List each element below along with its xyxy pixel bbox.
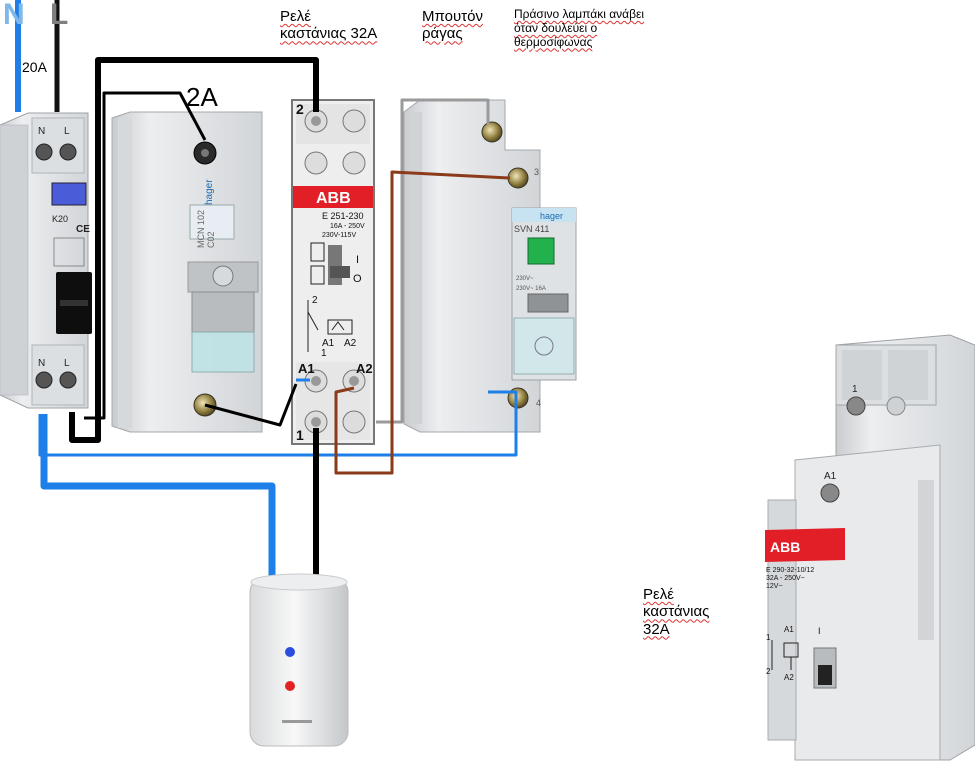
heater-red-knob <box>285 681 295 691</box>
abb-sym-1: 1 <box>321 348 327 359</box>
rcbo-device: N L K20 CE N L <box>0 112 92 409</box>
e290-sym-1: 1 <box>766 633 771 642</box>
neutral-terminal-label: N <box>3 0 25 31</box>
rcbo-top-n-screw <box>35 143 53 161</box>
e290-schematic-symbol <box>771 640 799 670</box>
mcb-toggle-lever[interactable] <box>191 291 255 333</box>
line-terminal-label: L <box>50 0 68 31</box>
breaker-2a-label: 2A <box>186 82 218 112</box>
rcbo-top-l-label: L <box>64 126 70 137</box>
e290-sym-on: I <box>818 626 821 636</box>
live-wire-loop <box>69 57 319 443</box>
abb-sym-off: O <box>353 273 362 285</box>
relay-right-label: Ρελέ καστάνιας 32A <box>643 586 710 638</box>
e290-term-a1-screw <box>820 483 840 503</box>
heater-blue-knob <box>285 647 295 657</box>
supply-wires <box>15 0 60 112</box>
abb-sym-a2: A2 <box>344 338 357 349</box>
abb-coil-label: 230V-115V <box>322 232 356 239</box>
main-fuse-label: 20A <box>22 59 48 75</box>
e290-model-label: E 290-32-10/12 <box>766 567 814 574</box>
mcb-label-strip <box>189 204 235 240</box>
abb-rating-label: 16A - 250V <box>330 223 365 230</box>
abb-relay-32a-device: 1 A1 ABB E 290-32-10/12 32A - 250V~ 12V~… <box>765 334 975 761</box>
lamp-note-label: Πράσινο λαμπάκι ανάβει όταν δουλεύει ο θ… <box>514 7 645 49</box>
abb-red-band <box>293 186 373 208</box>
e290-rating-label: 32A - 250V~ <box>766 575 805 582</box>
e290-term-a1-label: A1 <box>824 471 837 482</box>
brown-wire <box>334 170 511 475</box>
button-term-3-label: 3 <box>534 167 539 177</box>
mcb-sub-label: C02 <box>206 231 216 248</box>
push-button-device: 3 hager SVN 411 230V~ 230V~ 16A 4 <box>403 99 577 433</box>
button-volt2-label: 230V~ 16A <box>516 286 546 292</box>
relay-term-a1-label: A1 <box>298 361 315 376</box>
mcb-device: hager MCN 102 C02 <box>111 111 263 433</box>
e290-term-1-screw <box>846 396 866 416</box>
mcb-brand-label: hager <box>204 179 215 205</box>
rcbo-bottom-n-screw <box>35 371 53 389</box>
rcbo-ce-label: CE <box>76 224 90 235</box>
rcbo-top-l-screw <box>59 143 77 161</box>
e290-sym-a2: A2 <box>784 673 794 682</box>
button-volt1-label: 230V~ <box>516 276 534 282</box>
wires <box>38 57 518 582</box>
rcbo-model-label: K20 <box>52 214 68 224</box>
live-wire-to-mcb <box>84 91 207 420</box>
abb-model-label: E 251-230 <box>322 211 364 221</box>
neutral-wire-to-button <box>38 390 518 457</box>
button-top-screw <box>481 121 503 143</box>
water-heater <box>249 573 349 747</box>
rcbo-blue-window <box>51 182 87 206</box>
neutral-wire-to-heater <box>40 414 276 582</box>
button-top-label: Μπουτόν ράγας <box>422 8 483 43</box>
abb-sym-on: I <box>356 254 359 266</box>
button-brand-label: hager <box>540 211 563 221</box>
abb-brand-label: ABB <box>316 190 351 207</box>
mcb-model-label: MCN 102 <box>196 210 206 248</box>
abb-sym-2: 2 <box>312 295 318 306</box>
button-term-4-label: 4 <box>536 398 541 408</box>
rcbo-bottom-n-label: N <box>38 358 45 369</box>
mcb-to-a1-wire <box>204 383 298 427</box>
e290-coil-label: 12V~ <box>766 583 783 590</box>
e290-term-1-label: 1 <box>852 384 858 395</box>
rcbo-bottom-l-label: L <box>64 358 70 369</box>
relay-term-a2-label: A2 <box>356 361 373 376</box>
abb-relay-device: 2 ABB E 251-230 16A - 250V 230V-115V I O… <box>291 99 375 445</box>
e290-sym-a1: A1 <box>784 625 794 634</box>
rcbo-top-n-label: N <box>38 126 45 137</box>
button-model-label: SVN 411 <box>514 224 549 234</box>
button-term-3-screw <box>507 167 529 189</box>
relay-top-label: Ρελέ καστάνιας 32A <box>280 8 378 43</box>
abb-schematic-symbol <box>307 300 353 352</box>
abb-sym-a1: A1 <box>322 338 335 349</box>
e290-brand-label: ABB <box>770 539 800 555</box>
green-lamp-button[interactable] <box>527 237 555 265</box>
abb-manual-lever[interactable] <box>328 245 342 285</box>
relay-term-1-label: 1 <box>296 427 304 443</box>
rcbo-bottom-l-screw <box>59 371 77 389</box>
e290-sym-2: 2 <box>766 667 771 676</box>
relay-term-2-label: 2 <box>296 101 304 117</box>
